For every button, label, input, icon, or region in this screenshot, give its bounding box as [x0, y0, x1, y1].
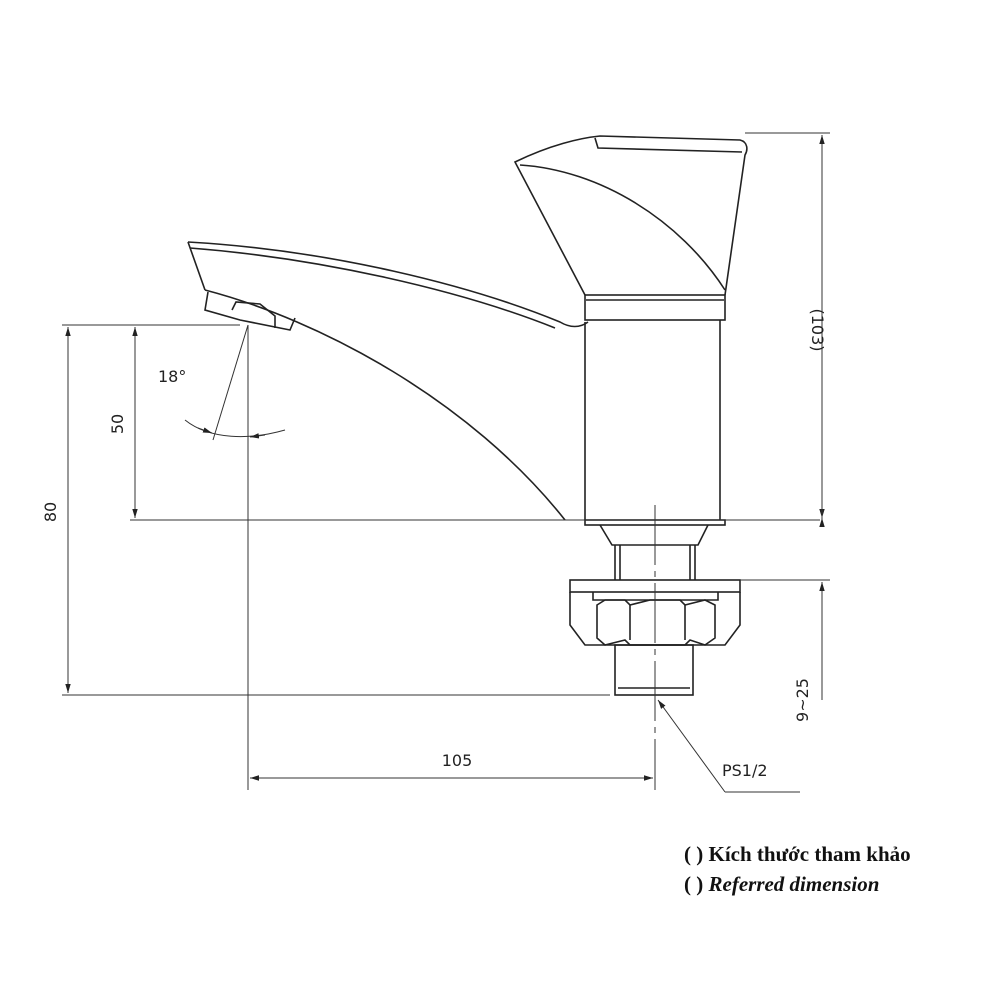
- legend-english-text: Referred dimension: [708, 872, 880, 896]
- spout: [187, 241, 589, 521]
- handle-collar: [584, 294, 726, 321]
- dim-80-label: 80: [41, 502, 60, 522]
- thread-label: PS1/2: [722, 761, 768, 780]
- legend-vietnamese: ( ) Kích thước tham khảo: [684, 842, 911, 866]
- body: [513, 135, 748, 520]
- legend-bracket: ( ): [684, 872, 709, 896]
- dim-50-label: 50: [108, 414, 127, 434]
- dim-9-25-label: 9~25: [793, 678, 812, 722]
- handle: [513, 135, 748, 296]
- dim-103-label: (103): [808, 308, 827, 351]
- dim-105-label: 105: [442, 751, 473, 770]
- legend-english: ( ) Referred dimension: [684, 872, 879, 897]
- angle-label: 18°: [158, 367, 186, 386]
- dimension-lines: [62, 132, 830, 793]
